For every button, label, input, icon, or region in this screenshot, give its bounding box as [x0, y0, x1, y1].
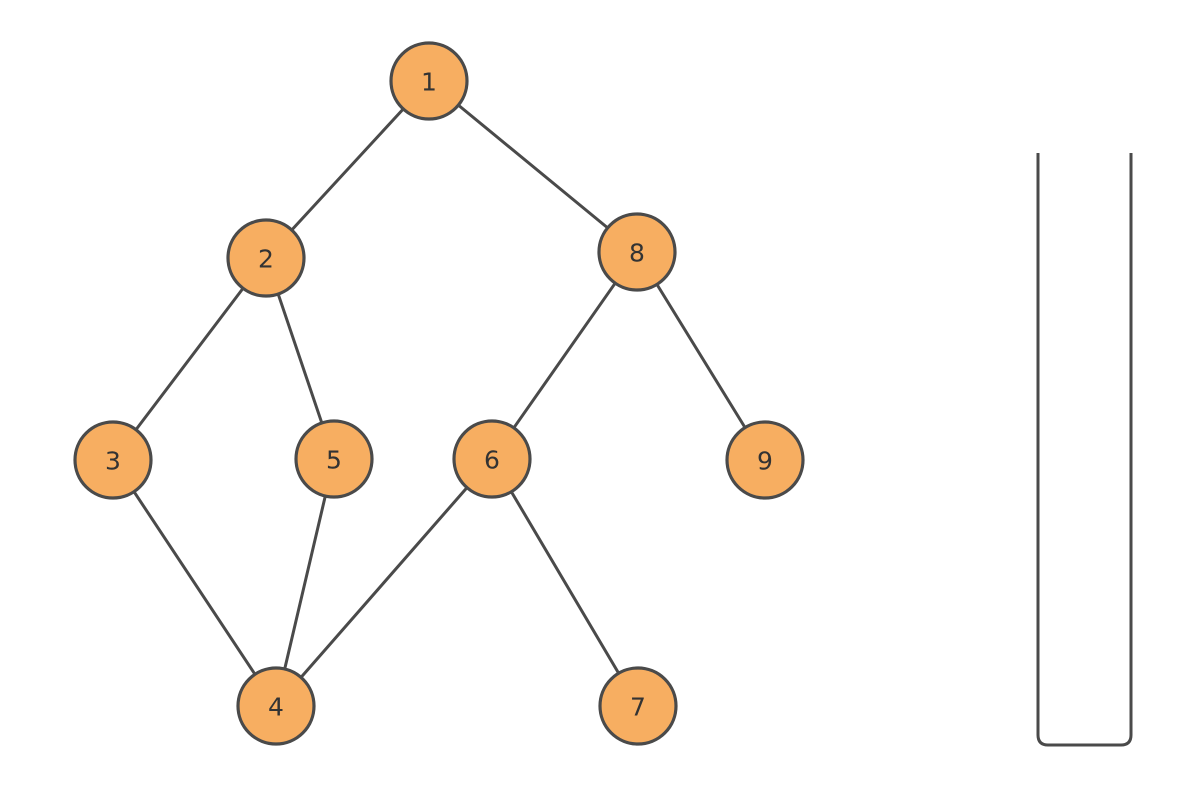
node-label-4: 4 — [268, 693, 284, 722]
node-circle-5[interactable] — [294, 419, 374, 499]
graph-node-1[interactable]: 1 — [389, 41, 469, 121]
node-label-1: 1 — [421, 68, 437, 97]
graph-node-4[interactable]: 4 — [236, 666, 316, 746]
node-circle-1[interactable] — [389, 41, 469, 121]
node-circle-9[interactable] — [725, 420, 805, 500]
graph-node-7[interactable]: 7 — [598, 666, 678, 746]
graph-edge-1-8 — [456, 103, 610, 230]
graph-edge-1-2 — [289, 106, 406, 233]
stack-container[interactable] — [1036, 153, 1133, 747]
graph-edge-2-5 — [276, 291, 324, 426]
graph-edge-3-4 — [131, 489, 258, 677]
graph-node-6[interactable]: 6 — [452, 419, 532, 499]
graph-edge-2-3 — [133, 285, 246, 433]
node-circle-4[interactable] — [236, 666, 316, 746]
node-label-6: 6 — [484, 446, 500, 475]
graph-edge-8-9 — [654, 282, 748, 430]
node-label-9: 9 — [757, 447, 773, 476]
graph-edge-5-4 — [282, 493, 328, 672]
node-circle-7[interactable] — [598, 666, 678, 746]
graph-node-8[interactable]: 8 — [597, 212, 677, 292]
node-label-8: 8 — [629, 239, 645, 268]
graph-edge-8-6 — [511, 280, 618, 431]
graph-node-9[interactable]: 9 — [725, 420, 805, 500]
node-circle-2[interactable] — [226, 218, 306, 298]
graph-node-5[interactable]: 5 — [294, 419, 374, 499]
node-circle-8[interactable] — [597, 212, 677, 292]
node-label-5: 5 — [326, 446, 342, 475]
graph-edge-6-4 — [298, 485, 470, 680]
node-label-3: 3 — [105, 447, 121, 476]
node-label-7: 7 — [630, 693, 646, 722]
container-layer — [1036, 153, 1133, 747]
node-label-2: 2 — [258, 245, 274, 274]
edges-layer — [131, 103, 748, 680]
nodes-layer: 1 2 3 4 5 6 7 8 9 — [73, 41, 805, 746]
node-circle-3[interactable] — [73, 420, 153, 500]
node-circle-6[interactable] — [452, 419, 532, 499]
graph-node-2[interactable]: 2 — [226, 218, 306, 298]
graph-node-3[interactable]: 3 — [73, 420, 153, 500]
graph-edge-6-7 — [509, 489, 621, 676]
